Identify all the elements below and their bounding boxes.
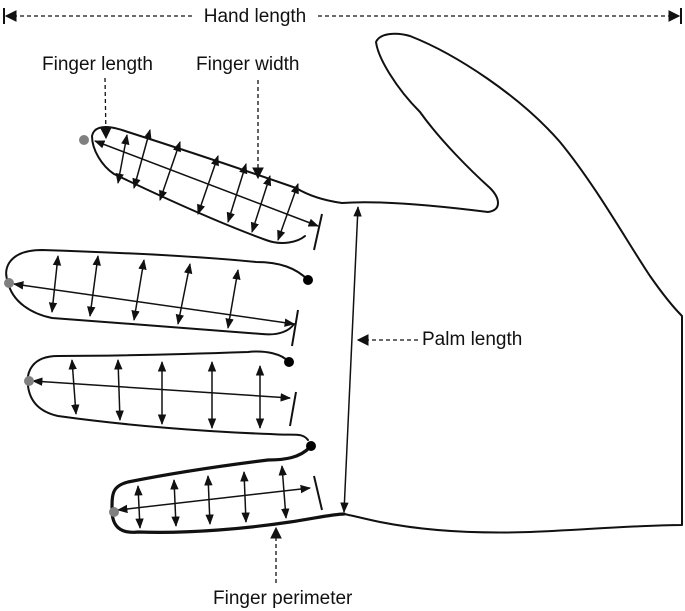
palm-length-label: Palm length [422,329,522,350]
index-middle-base-marker [303,275,313,285]
ring-tip-marker [24,376,34,386]
finger-length-leader [99,77,112,140]
ring-finger-outline [26,350,309,441]
little-length-arrow [116,484,312,514]
middle-base-line [291,309,299,347]
hand-length-label: Hand length [204,6,306,27]
ring-width-arrows [68,358,265,430]
middle-tip-marker [4,278,14,288]
ring-base-line [289,391,297,427]
palm-thumb-outline [341,32,683,534]
little-width-arrows [134,464,290,530]
little-tip-marker [109,507,119,517]
middle-ring-base-marker [284,357,294,367]
finger-length-label: Finger length [42,54,153,75]
middle-finger-outline [5,249,309,336]
finger-width-label: Finger width [196,54,300,75]
hand-length-dimension [3,8,682,24]
little-base-line [313,475,323,511]
index-width-arrows [115,128,299,241]
index-finger-outline [91,126,343,244]
palm-length-arrow [340,205,362,514]
index-base-line [313,213,323,251]
ring-little-base-marker [306,441,316,451]
finger-perimeter-label: Finger perimeter [213,588,353,609]
little-finger-outline [110,445,346,534]
index-tip-marker [79,135,89,145]
middle-width-arrows [48,254,241,330]
